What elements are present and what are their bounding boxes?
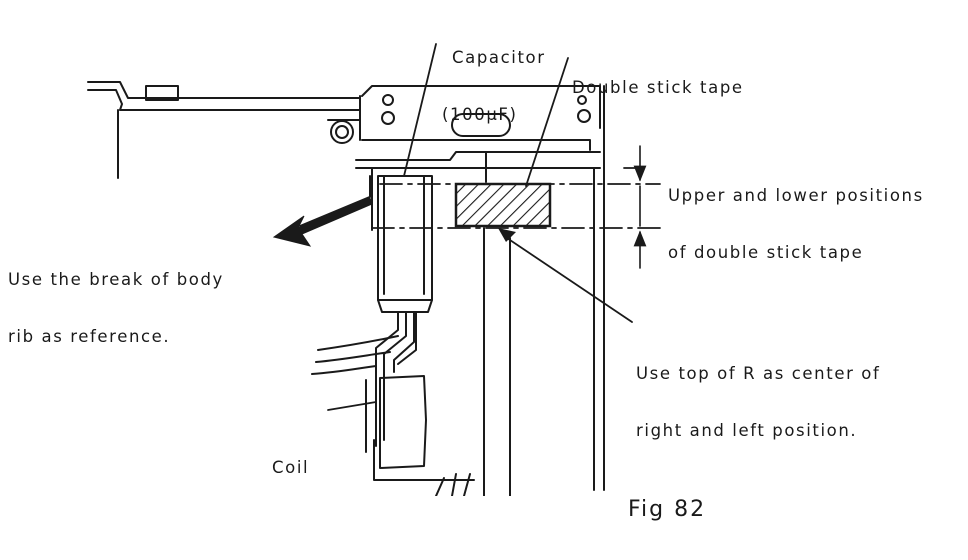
chassis-bracket: [87, 81, 361, 179]
leader-lines: [299, 43, 639, 411]
service-manual-figure: Capacitor (100µF) Double stick tape Uppe…: [8, 43, 924, 521]
mechanical-drawing: [87, 43, 661, 496]
capacitor-body: [371, 167, 433, 313]
rib-reference-label: Use the break of body rib as reference.: [8, 270, 224, 346]
tape-label: Double stick tape: [572, 78, 744, 97]
reference-arrow: [272, 197, 373, 247]
coil: [365, 375, 475, 481]
resistor-frame: [435, 227, 511, 496]
figure-number: Fig 82: [628, 497, 707, 522]
r-top-label: Use top of R as center of right and left…: [636, 364, 881, 440]
coil-label: Coil: [272, 458, 310, 477]
reference-lines: [371, 183, 661, 229]
r-top-arrowhead: [498, 228, 516, 242]
capacitor-label: Capacitor (100µF): [442, 48, 546, 124]
positions-label: Upper and lower positions of double stic…: [668, 186, 924, 262]
double-stick-tape: [454, 182, 552, 228]
mounting-plate: [327, 85, 605, 491]
lead-wires: [311, 175, 417, 447]
